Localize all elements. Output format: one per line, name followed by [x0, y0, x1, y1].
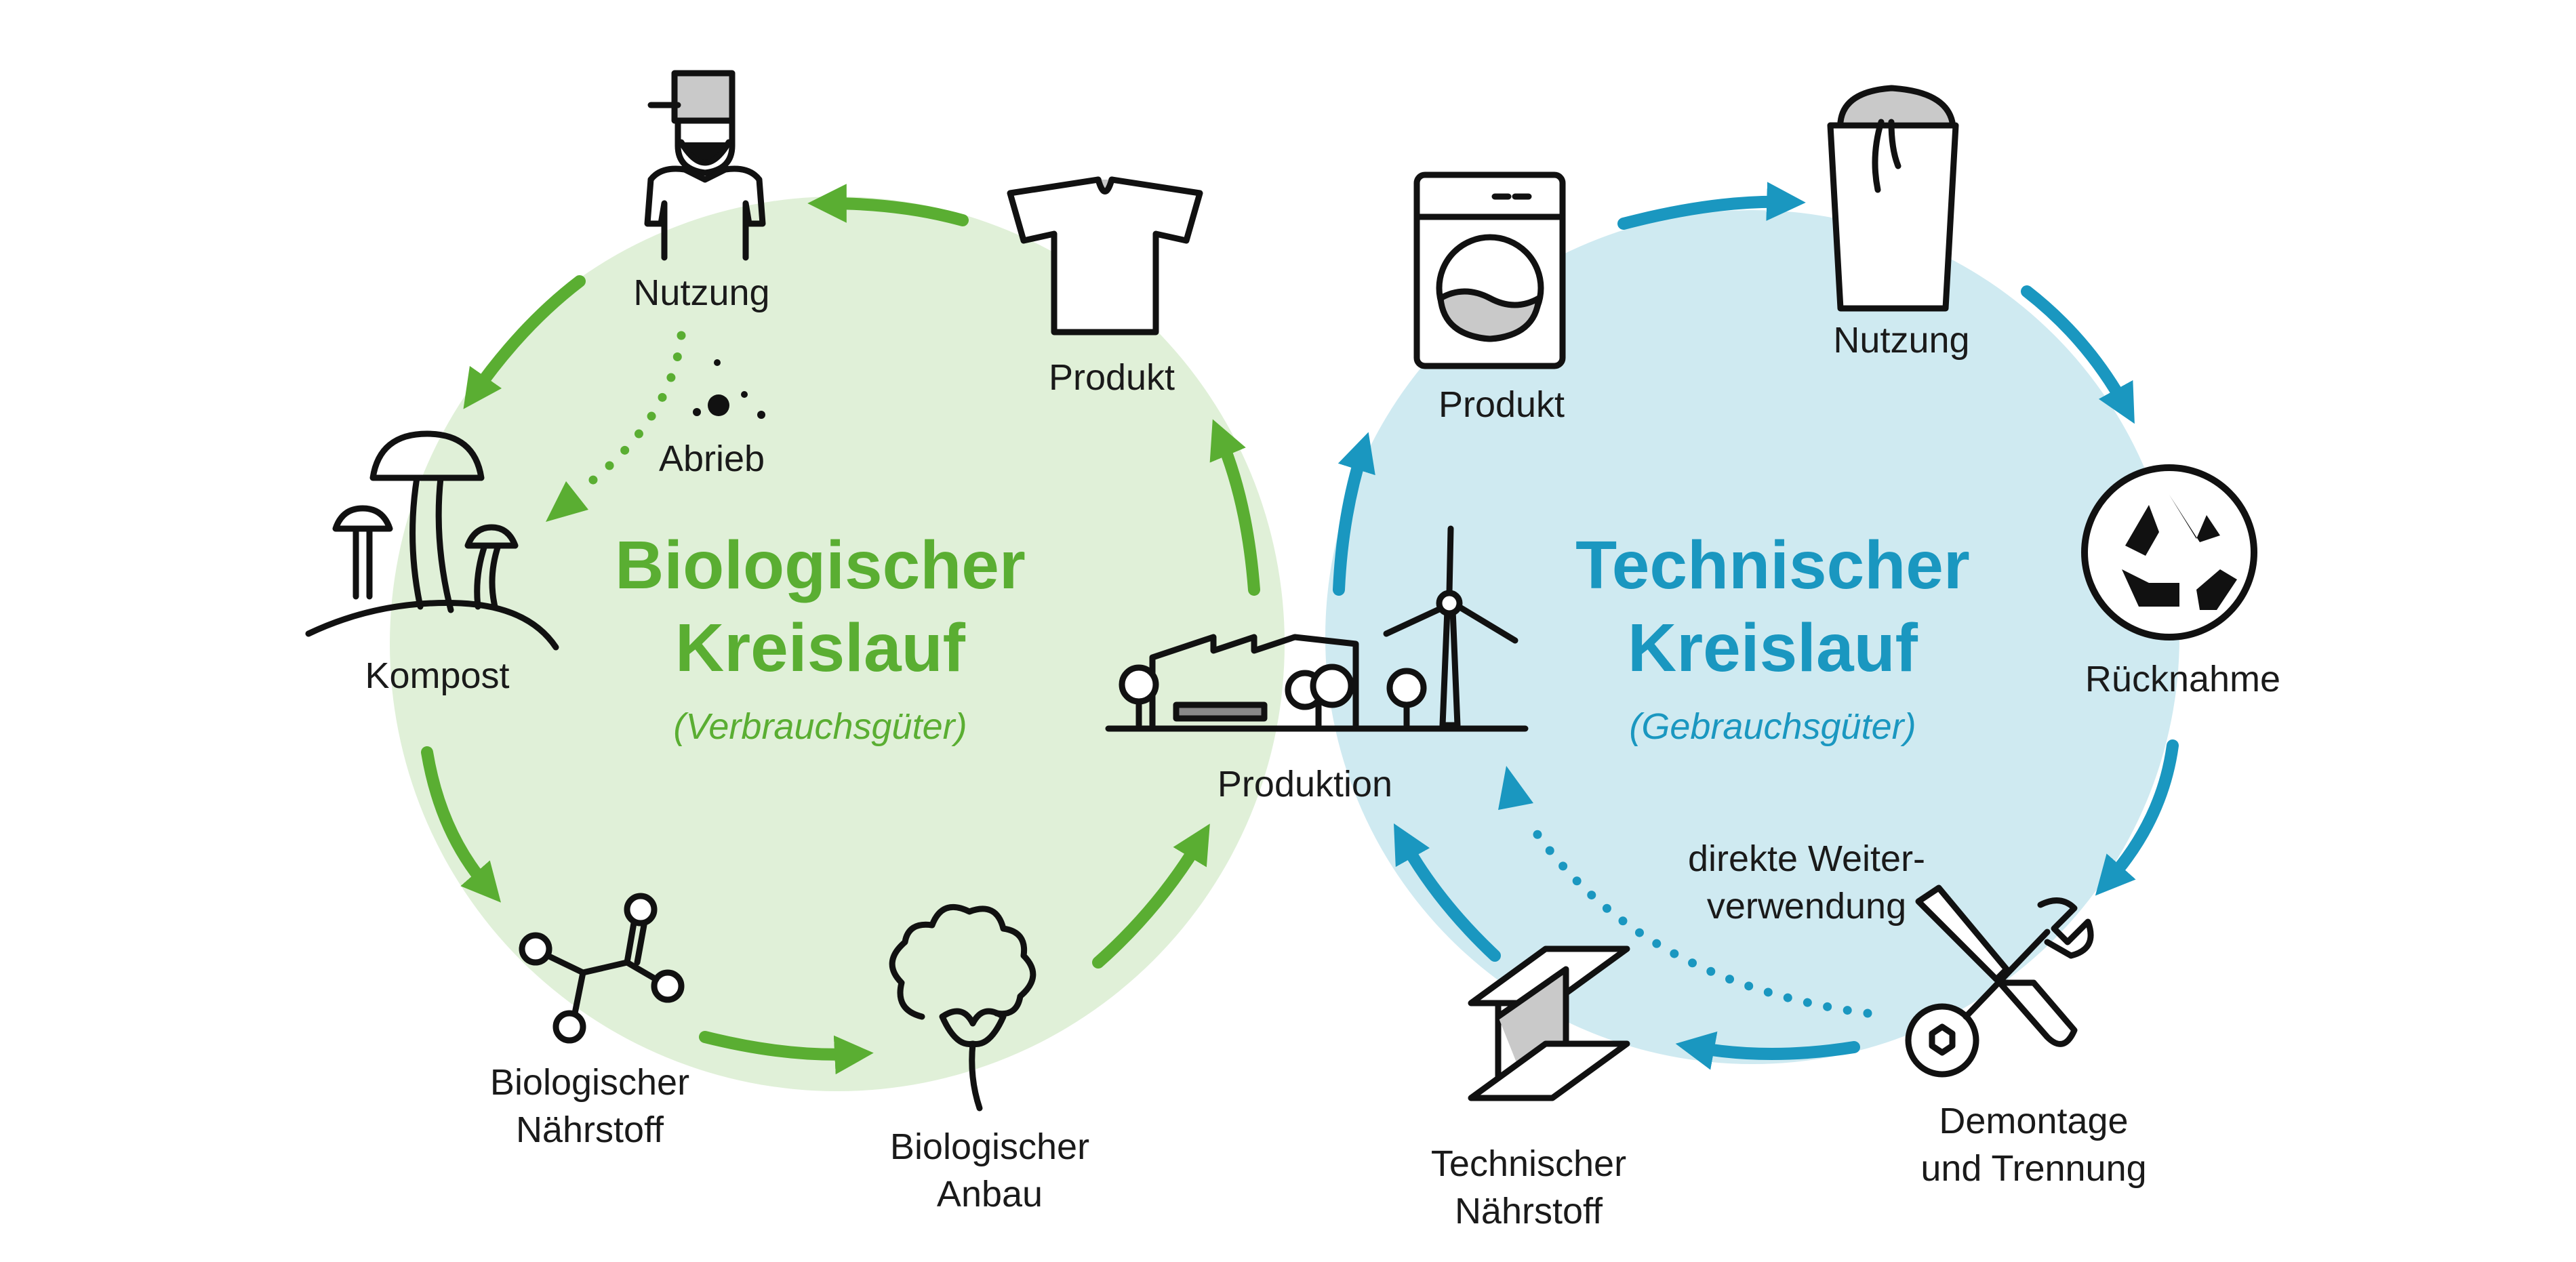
abrieb-particles [693, 359, 765, 419]
label-tech-weiterverwendung-2: verwendung [1707, 886, 1906, 927]
label-tech-produkt: Produkt [1438, 384, 1565, 425]
tshirt-icon [1007, 176, 1203, 335]
technical-title-line1: Technischer [1575, 527, 1970, 603]
label-bio-kompost: Kompost [365, 655, 509, 696]
label-tech-demontage-1: Demontage [1939, 1101, 2128, 1141]
steel-beam-icon [1468, 945, 1630, 1101]
arrow-naehrstoff-to-anbau [699, 1031, 874, 1075]
arrow-anbau-to-produktion [1092, 823, 1210, 969]
label-bio-produkt: Produkt [1049, 357, 1175, 398]
label-tech-weiterverwendung-1: direkte Weiter- [1688, 838, 1925, 879]
label-produktion: Produktion [1217, 764, 1392, 805]
technical-title-line2: Kreislauf [1628, 610, 1918, 686]
arrow-demontage-to-naehrstoff [1675, 1031, 1860, 1070]
technical-title: Technischer Kreislauf (Gebrauchsgüter) [1575, 527, 1970, 747]
arrow-produkt-to-nutzung [807, 184, 969, 226]
arrow-produktion-to-produkt [1209, 419, 1260, 596]
biological-cycle-arrows [421, 184, 1260, 1075]
washing-machine-icon [1413, 171, 1566, 369]
arrow-nutzung-to-kompost [463, 275, 586, 409]
factory-icon [1105, 634, 1529, 732]
tools-icon [1905, 884, 2094, 1078]
label-bio-naehrstoff-1: Biologischer [490, 1062, 689, 1103]
arrow-naehrstoff-to-produktion [1394, 823, 1501, 962]
arrow-ruecknahme-to-demontage [2095, 739, 2179, 896]
biological-cycle-circle [390, 197, 1285, 1091]
arrow-produktion-to-produkt-tech [1333, 432, 1375, 596]
label-bio-abrieb: Abrieb [659, 439, 765, 479]
molecule-icon [519, 893, 685, 1044]
biological-title: Biologischer Kreislauf (Verbrauchsgüter) [615, 527, 1026, 747]
arrow-kompost-to-naehrstoff [421, 746, 501, 903]
biological-title-line2: Kreislauf [675, 610, 966, 686]
abrieb-dotted-arrow [546, 331, 686, 522]
label-bio-anbau-1: Biologischer [890, 1126, 1089, 1167]
arrow-produkt-to-nutzung-tech [1617, 182, 1806, 230]
label-tech-demontage-2: und Trennung [1920, 1148, 2146, 1189]
label-tech-nutzung: Nutzung [1833, 320, 1969, 361]
label-tech-naehrstoff-2: Nährstoff [1455, 1191, 1603, 1232]
label-bio-naehrstoff-2: Nährstoff [516, 1110, 664, 1150]
cotton-plant-icon [889, 903, 1037, 1112]
technical-cycle-arrows [1333, 182, 2179, 1070]
label-tech-ruecknahme: Rücknahme [2085, 659, 2280, 699]
label-bio-nutzung: Nutzung [633, 272, 769, 313]
bucket-icon [1827, 85, 1959, 312]
technical-cycle-circle [1325, 210, 2179, 1064]
label-bio-anbau-2: Anbau [937, 1174, 1043, 1215]
wind-turbine-icon [1383, 525, 1518, 729]
label-tech-naehrstoff-1: Technischer [1431, 1143, 1626, 1184]
biological-title-line1: Biologischer [615, 527, 1026, 603]
person-icon [644, 70, 766, 261]
technical-subtitle: (Gebrauchsgüter) [1629, 706, 1916, 747]
biological-subtitle: (Verbrauchsgüter) [673, 706, 967, 747]
arrow-nutzung-to-ruecknahme [2021, 285, 2135, 424]
recycle-icon [2081, 464, 2257, 640]
weiterverwendung-dotted-arrow [1498, 766, 1872, 1018]
mushroom-icon [305, 430, 559, 651]
